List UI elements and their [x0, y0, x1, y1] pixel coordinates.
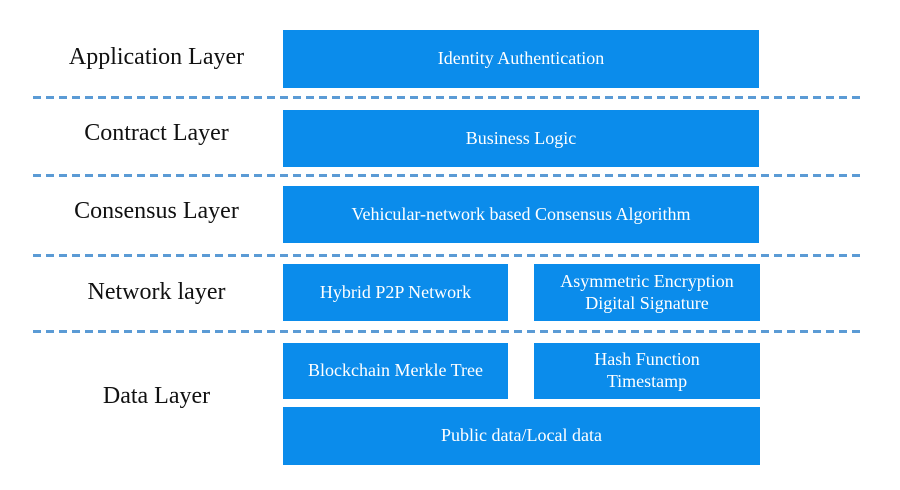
box-business-logic: Business Logic	[283, 110, 759, 167]
layer-divider-3	[33, 254, 860, 257]
box-text: Vehicular-network based Consensus Algori…	[351, 203, 691, 224]
box-public-local-data: Public data/Local data	[283, 407, 760, 465]
box-text: Blockchain Merkle Tree	[308, 360, 483, 381]
box-consensus-algorithm: Vehicular-network based Consensus Algori…	[283, 186, 759, 243]
box-blockchain-merkle-tree: Blockchain Merkle Tree	[283, 343, 508, 399]
layer-label-application: Application Layer	[68, 43, 245, 70]
box-text-line-1: Hash Function	[594, 349, 700, 370]
box-identity-authentication: Identity Authentication	[283, 30, 759, 88]
box-text-line-2: Timestamp	[606, 371, 688, 391]
box-hash-function-timestamp: Hash Function Timestamp	[534, 343, 760, 399]
box-hybrid-p2p-network: Hybrid P2P Network	[283, 264, 508, 321]
box-text-line-1: Asymmetric Encryption	[560, 270, 734, 291]
layer-divider-1	[33, 96, 860, 99]
layer-divider-4	[33, 330, 860, 333]
box-text-line-2: Digital Signature	[585, 292, 709, 313]
box-asymmetric-encryption: Asymmetric Encryption Digital Signature	[534, 264, 760, 321]
box-text: Identity Authentication	[437, 48, 605, 69]
layer-label-contract: Contract Layer	[84, 119, 229, 146]
box-text: Hybrid P2P Network	[319, 281, 472, 302]
layer-divider-2	[33, 174, 860, 177]
layer-label-consensus: Consensus Layer	[74, 197, 239, 224]
box-text: Public data/Local data	[441, 425, 602, 446]
layer-label-data: Data Layer	[102, 382, 211, 409]
layer-label-network: Network layer	[87, 278, 226, 305]
box-text: Business Logic	[465, 127, 577, 148]
